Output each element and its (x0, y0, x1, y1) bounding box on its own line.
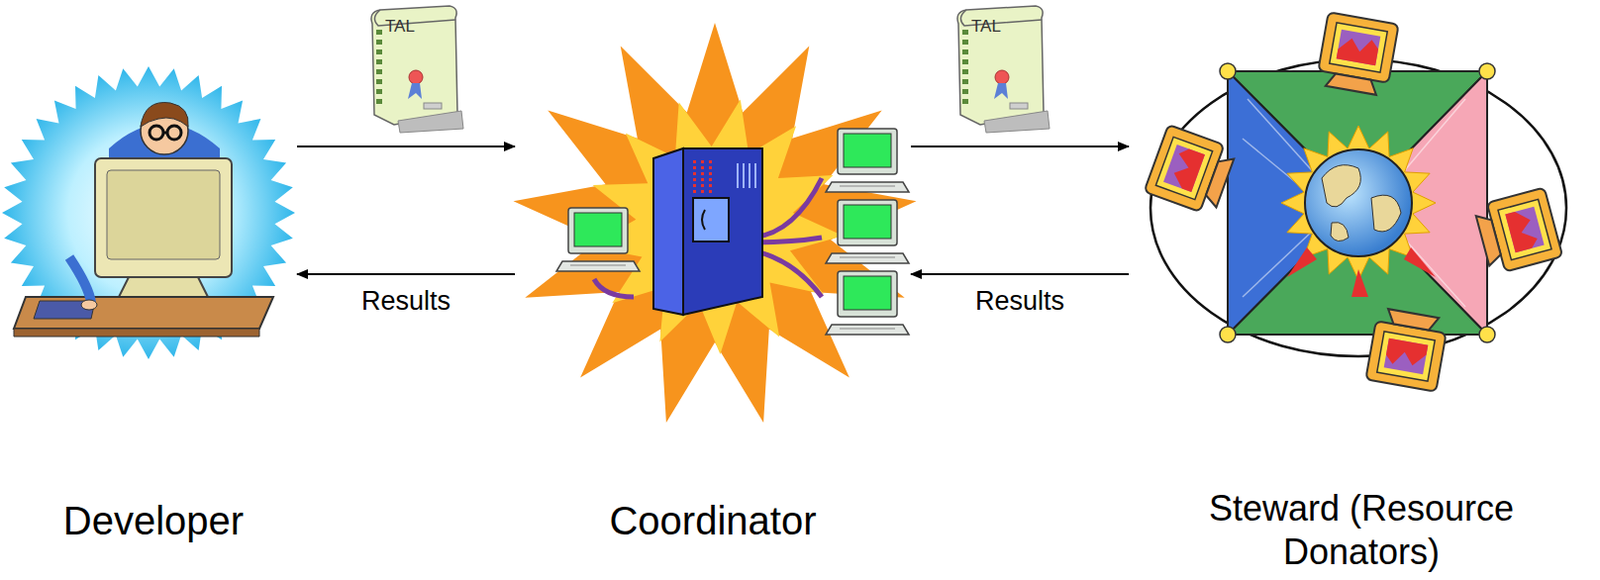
node-label: Coordinator (519, 497, 906, 545)
illustrated-node: Developer (9, 59, 298, 545)
flow-arrow (297, 273, 515, 276)
node-label: Steward (Resource Donators) (1153, 487, 1570, 575)
flow-arrow (910, 273, 1129, 276)
edge-label: Results (357, 286, 455, 317)
flow-arrow (910, 145, 1129, 148)
scroll-label: TAL (971, 16, 1001, 37)
edge-label: Results (971, 286, 1069, 317)
node-label: Developer (14, 497, 293, 545)
illustrated-node: Coordinator (514, 19, 911, 545)
flow-arrow (297, 145, 515, 148)
illustrated-node: Steward (Resource Donators) (1128, 0, 1595, 575)
scroll-label: TAL (385, 16, 415, 37)
